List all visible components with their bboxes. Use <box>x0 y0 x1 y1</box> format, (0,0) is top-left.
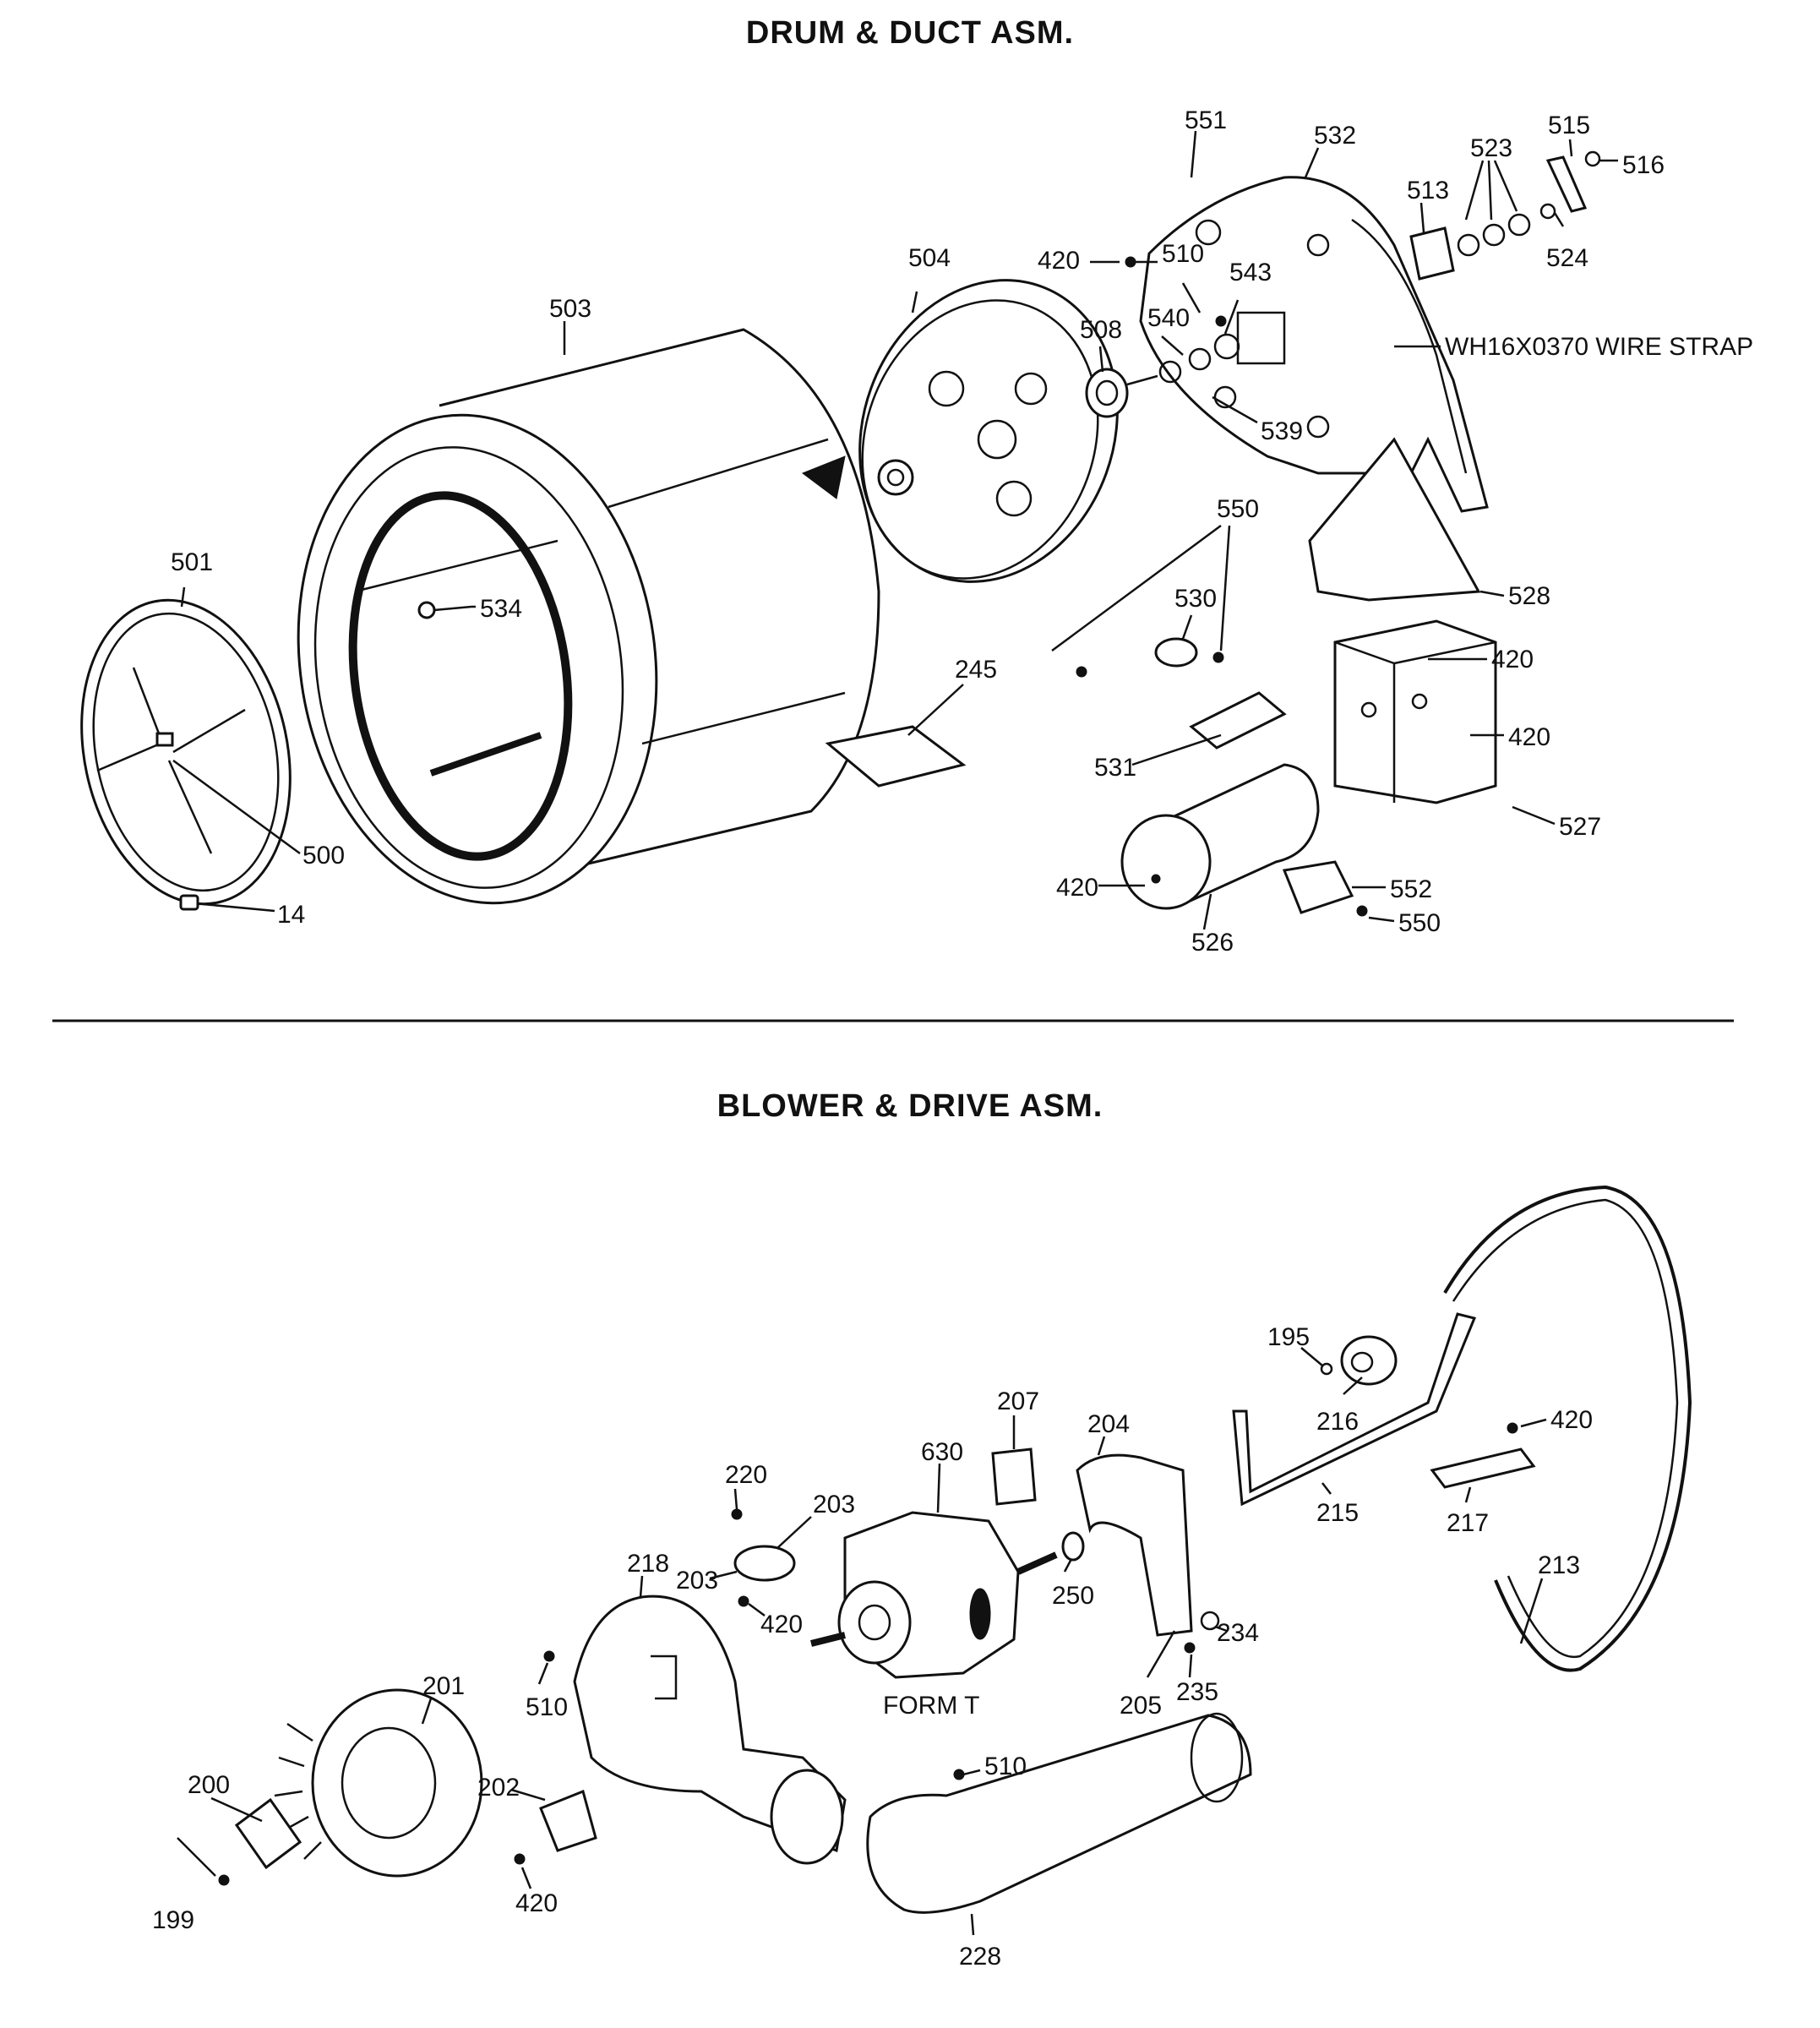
part-218-blower-housing <box>573 1595 847 1865</box>
part-201-blower-wheel <box>274 1688 483 1878</box>
label-550-a: 550 <box>1217 495 1259 523</box>
label-245: 245 <box>955 656 997 684</box>
label-14: 14 <box>277 901 305 929</box>
label-203-a: 203 <box>813 1491 855 1518</box>
label-form-t: FORM T <box>883 1692 979 1720</box>
part-530-thermostat <box>1076 637 1224 678</box>
label-504: 504 <box>908 244 951 272</box>
part-202-blower-bracket <box>514 1789 597 1865</box>
label-516: 516 <box>1622 151 1665 179</box>
label-551: 551 <box>1185 106 1227 134</box>
part-504-drum-rear <box>858 279 1119 583</box>
label-199: 199 <box>152 1906 194 1934</box>
label-528: 528 <box>1508 582 1550 610</box>
part-200-199-bracket <box>218 1797 302 1886</box>
label-630: 630 <box>921 1438 963 1466</box>
part-14-clip <box>179 894 199 911</box>
label-500: 500 <box>302 842 345 870</box>
label-527: 527 <box>1559 813 1601 841</box>
label-235: 235 <box>1176 1678 1218 1706</box>
label-532: 532 <box>1314 122 1356 150</box>
label-218: 218 <box>627 1550 669 1578</box>
label-wire-strap: WH16X0370 WIRE STRAP <box>1445 333 1753 361</box>
label-200: 200 <box>188 1771 230 1799</box>
label-205: 205 <box>1120 1692 1162 1720</box>
label-420-d: 420 <box>1056 874 1098 902</box>
part-216-idler-pulley <box>1320 1335 1398 1386</box>
part-630-drive-motor <box>810 1511 1058 1679</box>
part-527-heater-box <box>1333 619 1497 804</box>
part-503-drum <box>297 328 880 905</box>
label-216: 216 <box>1316 1408 1359 1436</box>
label-543: 543 <box>1229 259 1272 286</box>
label-550-b: 550 <box>1398 909 1441 937</box>
label-420-g: 420 <box>515 1889 558 1917</box>
part-245-plate <box>825 725 967 788</box>
label-510-a: 510 <box>1162 240 1204 268</box>
part-217-bracket <box>1430 1422 1536 1489</box>
label-420-c: 420 <box>1508 723 1550 751</box>
label-510-c: 510 <box>984 1753 1027 1780</box>
label-420-e: 420 <box>1550 1406 1593 1434</box>
label-234: 234 <box>1217 1619 1259 1647</box>
label-250: 250 <box>1052 1582 1094 1610</box>
label-215: 215 <box>1316 1499 1359 1527</box>
label-201: 201 <box>422 1672 465 1700</box>
label-195: 195 <box>1267 1323 1310 1351</box>
label-503: 503 <box>549 295 591 323</box>
part-labels-blower-drive: 195 207 216 420 204 630 220 203 215 217 … <box>152 1323 1593 1971</box>
label-207: 207 <box>997 1387 1039 1415</box>
label-534: 534 <box>480 595 522 623</box>
label-228: 228 <box>959 1943 1001 1971</box>
label-552: 552 <box>1390 875 1432 903</box>
label-539: 539 <box>1261 417 1303 445</box>
part-213-drive-belt <box>1443 1185 1692 1672</box>
label-531: 531 <box>1094 754 1136 782</box>
label-513: 513 <box>1407 177 1449 204</box>
label-217: 217 <box>1447 1509 1489 1537</box>
part-215-idler-arm <box>1232 1312 1477 1507</box>
part-labels-drum-duct: 551 532 515 523 516 513 524 420 510 543 … <box>171 106 1753 957</box>
part-532-rear-duct <box>1139 176 1489 513</box>
part-250-motor-pulley <box>1061 1531 1085 1562</box>
label-515: 515 <box>1548 112 1590 139</box>
part-528-duct-plate <box>1308 437 1481 602</box>
label-501: 501 <box>171 548 213 576</box>
label-420-b: 420 <box>1491 646 1534 673</box>
label-530: 530 <box>1174 585 1217 613</box>
label-524: 524 <box>1546 244 1588 272</box>
part-526-heater-can <box>1120 763 1320 910</box>
label-540: 540 <box>1147 304 1190 332</box>
part-508-bearing <box>1085 256 1240 418</box>
label-420-a: 420 <box>1038 247 1080 275</box>
part-501-front-seal <box>80 598 292 906</box>
label-203-b: 203 <box>676 1567 718 1595</box>
blower-drive-section-title: BLOWER & DRIVE ASM. <box>717 1088 1103 1124</box>
label-510-b: 510 <box>526 1693 568 1721</box>
part-513-523-hardware <box>1409 150 1601 281</box>
part-228-exhaust-duct <box>866 1712 1252 1914</box>
leader-lines-blower-drive <box>177 1347 1547 1936</box>
label-526: 526 <box>1191 929 1234 957</box>
part-207-centrifugal-switch <box>991 1447 1037 1506</box>
label-220: 220 <box>725 1461 767 1489</box>
part-531-bracket <box>1189 691 1287 750</box>
label-204: 204 <box>1087 1410 1130 1438</box>
leader-lines-drum-duct <box>172 130 1618 930</box>
label-213: 213 <box>1538 1551 1580 1579</box>
label-420-f: 420 <box>760 1611 803 1638</box>
part-203-motor-clamp <box>731 1508 796 1607</box>
part-204-205-motor-mount <box>1076 1453 1220 1654</box>
label-523: 523 <box>1470 134 1512 162</box>
drum-duct-section-title: DRUM & DUCT ASM. <box>745 15 1075 51</box>
label-202: 202 <box>477 1774 520 1802</box>
label-508: 508 <box>1080 316 1122 344</box>
part-552-terminal <box>1282 860 1368 917</box>
